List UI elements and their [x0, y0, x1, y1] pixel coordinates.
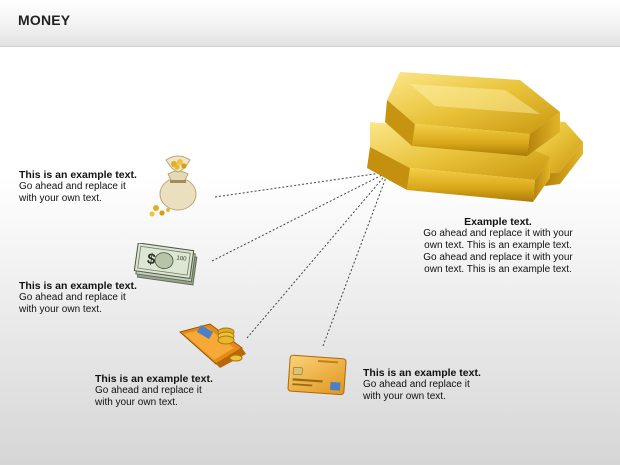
text-block-bag: This is an example text. Go ahead and re… — [19, 169, 137, 205]
main-line: own text. This is an example text. — [424, 264, 572, 275]
main-line: own text. This is an example text. — [424, 240, 572, 251]
connector-line-wallet — [246, 171, 389, 339]
text-block-heading: This is an example text. — [19, 280, 137, 292]
credit-card-icon — [287, 354, 347, 396]
text-block-line: with your own text. — [19, 193, 102, 204]
text-block-wallet: This is an example text. Go ahead and re… — [95, 373, 213, 409]
text-block-line: with your own text. — [19, 304, 102, 315]
text-block-line: with your own text. — [363, 391, 446, 402]
banknotes-icon: $ 100 — [133, 243, 198, 286]
text-block-line: Go ahead and replace it — [19, 292, 126, 303]
text-block-banknotes: This is an example text. Go ahead and re… — [19, 280, 137, 316]
money-bag-icon — [149, 155, 197, 217]
wallet-icon — [178, 323, 246, 368]
text-block-heading: This is an example text. — [95, 373, 213, 385]
text-block-card: This is an example text. Go ahead and re… — [363, 367, 481, 403]
svg-text:100: 100 — [176, 255, 187, 262]
page-title: MONEY — [18, 12, 71, 28]
text-block-line: Go ahead and replace it — [95, 385, 202, 396]
main-line: Go ahead and replace it with your — [423, 228, 573, 239]
text-block-heading: This is an example text. — [19, 169, 137, 181]
text-block-heading: This is an example text. — [363, 367, 481, 379]
main-line: Go ahead and replace it with your — [423, 252, 573, 263]
main-heading: Example text. — [464, 216, 532, 228]
text-block-line: Go ahead and replace it — [363, 379, 470, 390]
svg-text:$: $ — [146, 250, 157, 268]
text-block-line: with your own text. — [95, 397, 178, 408]
connector-line-bag — [214, 171, 389, 198]
connector-line-card — [322, 171, 389, 347]
gold-bars-icon — [367, 72, 583, 202]
connector-line-banknotes — [211, 171, 389, 262]
header-bar: MONEY — [0, 0, 620, 47]
text-block-main: Example text. Go ahead and replace it wi… — [410, 216, 586, 276]
text-block-line: Go ahead and replace it — [19, 181, 126, 192]
